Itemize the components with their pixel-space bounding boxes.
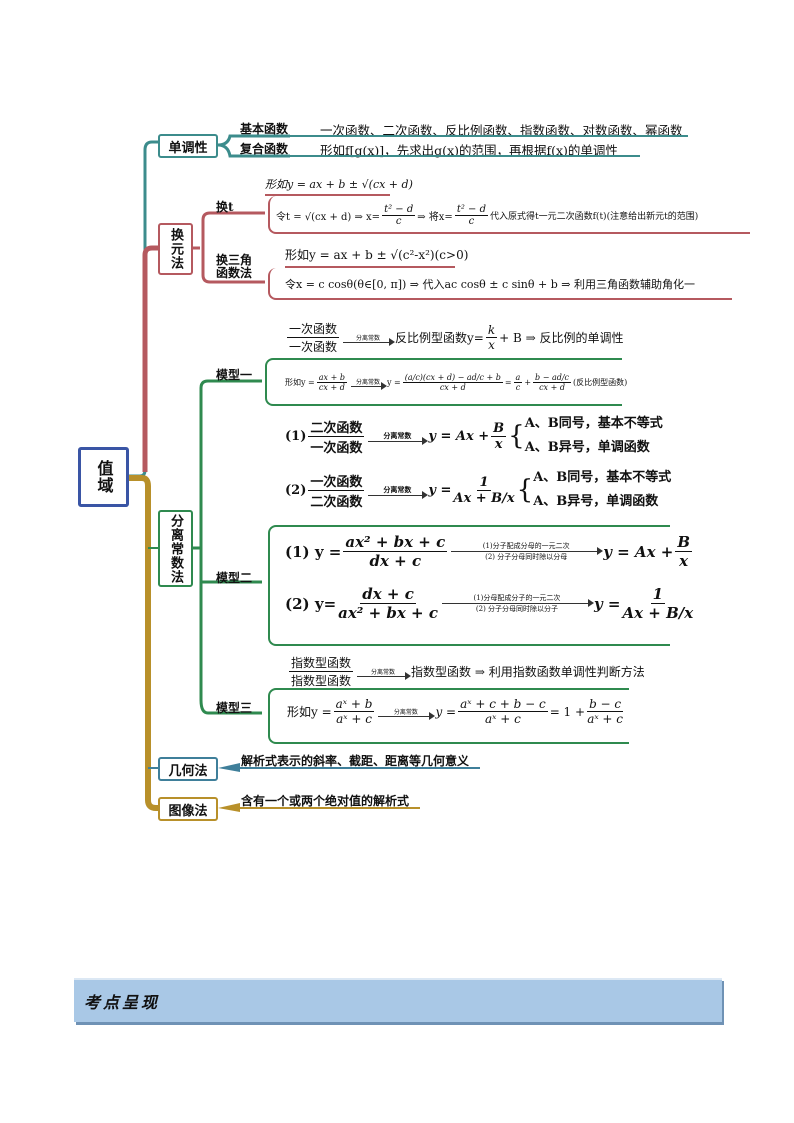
basic-function-desc: 一次函数、二次函数、反比例函数、指数函数、对数函数、幂函数 (320, 123, 683, 138)
geometry-desc: 解析式表示的斜率、截距、距离等几何意义 (241, 754, 470, 768)
sub-trig-bracket (268, 268, 732, 300)
composite-function-label: 复合函数 (240, 142, 289, 156)
sub-trig-label: 换三角函数法 (216, 253, 253, 280)
sub-t-label: 换t (216, 200, 234, 214)
model-1-label: 模型一 (216, 368, 253, 382)
section-title: 考点呈现 (84, 993, 161, 1012)
divider (265, 194, 390, 196)
model-1-bracket (265, 358, 622, 406)
divider (290, 135, 688, 137)
divider (240, 767, 480, 769)
model-3-label: 模型三 (216, 701, 253, 715)
node-geometry[interactable]: 几何法 (158, 757, 218, 781)
divider (285, 266, 455, 268)
model-2-bracket (268, 525, 670, 646)
sub-trig-form: 形如y = ax + b ± √(c²-x²)(c>0) (285, 248, 469, 262)
model-2-label: 模型二 (216, 571, 253, 585)
node-separation[interactable]: 分离常数法 (158, 510, 193, 587)
arrow-icon: 分离常数 (343, 333, 396, 346)
node-monotonic[interactable]: 单调性 (158, 134, 218, 158)
sub-t-bracket (268, 196, 750, 234)
model-3-bracket (268, 688, 629, 744)
node-graph[interactable]: 图像法 (158, 797, 218, 821)
composite-function-desc: 形如f[g(x)]，先求出g(x)的范围，再根据f(x)的单调性 (320, 143, 618, 158)
sub-trig-step: 令x = c cosθ(θ∈[0, π]) ⇒ 代入ac cosθ ± c si… (285, 278, 695, 291)
node-substitution[interactable]: 换元法 (158, 223, 193, 275)
divider (240, 807, 420, 809)
graph-desc: 含有一个或两个绝对值的解析式 (241, 794, 410, 808)
basic-function-label: 基本函数 (240, 122, 289, 136)
sub-t-form: 形如y = ax + b ± √(cx + d) (265, 178, 413, 191)
divider (290, 155, 640, 157)
model-3-top: 指数型函数指数型函数 分离常数 指数型函数 ⇒ 利用指数函数单调性判断方法 (289, 656, 645, 688)
section-banner: 考点呈现 (74, 978, 722, 1022)
root-node[interactable]: 值域 (78, 447, 129, 507)
